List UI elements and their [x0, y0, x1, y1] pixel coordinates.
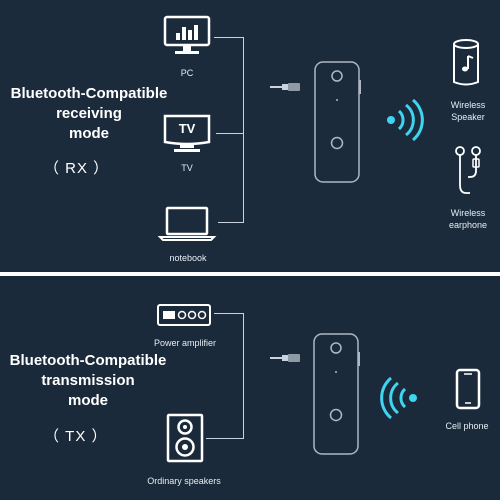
bluetooth-transmitter-icon — [313, 333, 360, 455]
tv-icon — [163, 114, 211, 152]
bluetooth-receiver-icon — [314, 61, 361, 183]
speaker-label-line1: Wireless — [450, 100, 486, 110]
signal-waves-icon — [387, 98, 424, 142]
amplifier-wire — [214, 313, 244, 314]
amplifier-icon — [157, 304, 211, 326]
amplifier-label: Power amplifier — [153, 338, 217, 348]
loudspeaker-icon — [166, 413, 204, 463]
rx-title-line2: receiving — [56, 105, 122, 122]
rx-bus-wire — [243, 37, 244, 223]
tv-label: TV — [181, 163, 193, 173]
phone-icon — [455, 368, 481, 410]
aux-plug-icon — [270, 83, 300, 91]
tx-title-line1: Bluetooth-Compatible — [9, 352, 167, 369]
speakers-label: Ordinary speakers — [147, 476, 221, 486]
aux-plug-icon-tx — [270, 354, 300, 362]
tv-badge-text: TV — [178, 121, 196, 136]
notebook-label: notebook — [169, 253, 207, 263]
phone-label: Cell phone — [445, 421, 489, 431]
pc-wire — [214, 37, 244, 38]
speakers-wire — [206, 438, 244, 439]
earphone-icon — [455, 146, 481, 194]
wireless-earphone-label: Wireless earphone — [440, 207, 496, 231]
tx-mode-code: （ TX ） — [44, 428, 108, 445]
tv-wire — [216, 133, 244, 134]
earphone-label-line1: Wireless — [450, 208, 486, 218]
speaker-label-line2: Speaker — [451, 112, 485, 122]
notebook-icon — [157, 206, 217, 241]
tx-title-line3: mode — [67, 392, 108, 409]
rx-mode-code: （ RX ） — [44, 160, 110, 177]
rx-mode-title: Bluetooth-Compatible receiving mode — [4, 84, 174, 144]
tx-mode-title: Bluetooth-Compatible transmission mode — [2, 351, 174, 411]
section-divider — [0, 272, 500, 276]
notebook-wire — [218, 222, 244, 223]
pc-label: PC — [180, 68, 194, 78]
wireless-speaker-label: Wireless Speaker — [440, 99, 496, 123]
tx-bus-wire — [243, 313, 244, 439]
earphone-label-line2: earphone — [448, 220, 488, 230]
signal-waves-icon-tx — [380, 376, 417, 420]
rx-title-line1: Bluetooth-Compatible — [10, 85, 168, 102]
speaker-icon — [453, 39, 479, 86]
rx-title-line3: mode — [68, 125, 109, 142]
tx-mode-panel — [0, 276, 500, 500]
pc-monitor-icon — [163, 15, 211, 54]
tx-title-line2: transmission — [41, 372, 135, 389]
